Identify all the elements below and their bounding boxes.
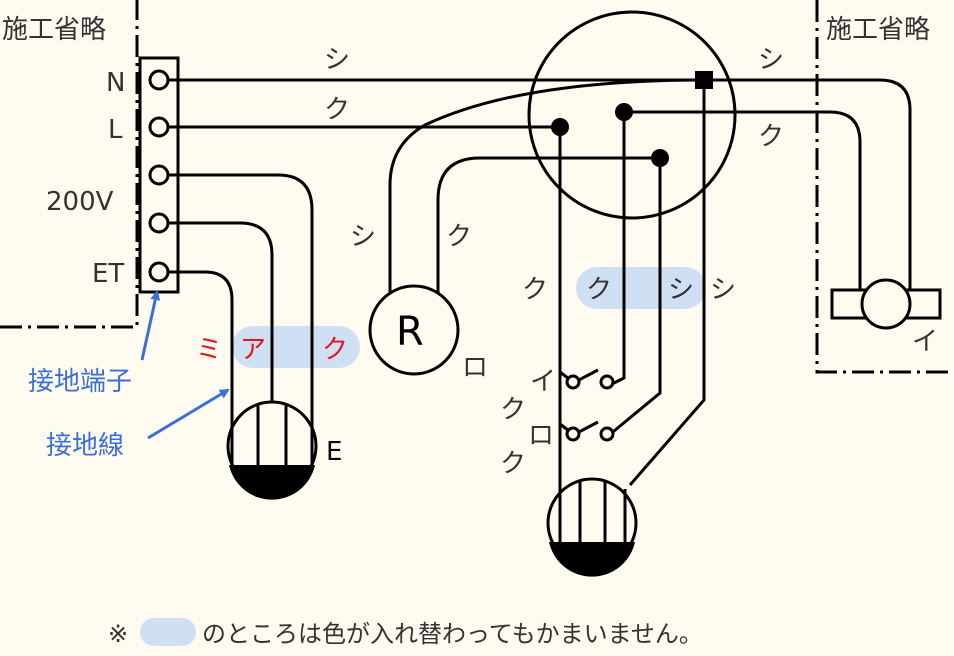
terminal-label-l: L <box>108 115 123 145</box>
terminal-label-200v: 200V <box>46 187 114 217</box>
wire-label-sw-ku1: ク <box>522 275 548 305</box>
wire-label-right-shi: シ <box>758 45 784 75</box>
wire-sw-4 <box>628 80 706 486</box>
wire-r-shi <box>388 78 705 310</box>
footnote-text: のところは色が入れ替わってもかまいません。 <box>202 620 703 648</box>
lamp-r-label: R <box>396 309 424 355</box>
wire-label-sw-shi1: シ <box>668 275 694 305</box>
highlight-left <box>232 326 360 368</box>
terminal-label-n: N <box>106 68 125 98</box>
wire-sw-3 <box>607 158 662 438</box>
red-label-mi: ミ <box>196 335 222 365</box>
switch-i-label: イ <box>530 367 556 397</box>
wire-200v-1 <box>168 173 314 460</box>
junction-dot-right <box>651 149 669 167</box>
wire-light-ku <box>624 110 862 290</box>
switch-ro-right <box>599 426 615 442</box>
footnote-mark: ※ <box>108 620 128 648</box>
highlight-right <box>576 267 706 309</box>
footnote-highlight <box>140 618 196 646</box>
switch-ro-left <box>565 426 581 442</box>
junction-dot-l <box>551 118 569 136</box>
terminal-200v-2 <box>148 212 170 234</box>
omitted-box-left <box>0 0 139 329</box>
outlet-e <box>226 400 318 500</box>
junction-box <box>527 10 737 220</box>
wire-label-sw-ku2: ク <box>586 275 612 305</box>
switch-ku2-label: ク <box>500 449 526 479</box>
outlet-e-label: E <box>326 437 342 467</box>
wire-r-ku <box>436 156 660 300</box>
omitted-label-right: 施工省略 <box>826 15 930 45</box>
arrow-ground-wire <box>147 388 230 440</box>
lamp-r-tag: ロ <box>462 353 488 383</box>
terminal-label-et: ET <box>92 259 124 289</box>
arrow-ground-terminal <box>140 290 161 361</box>
switch-lever-i <box>576 368 599 383</box>
outlet-lower <box>546 477 638 577</box>
terminal-200v-1 <box>148 164 170 186</box>
omitted-box-right <box>815 0 954 374</box>
wire-200v-2 <box>168 221 274 460</box>
annotation-ground-terminal: 接地端子 <box>28 367 132 397</box>
wire-label-right-ku: ク <box>758 122 784 152</box>
switch-lever-ro <box>576 420 599 435</box>
terminal-et <box>148 261 170 283</box>
red-label-ku: ク <box>322 335 348 365</box>
wire-et <box>168 270 234 460</box>
switch-i-right <box>599 374 615 390</box>
wire-label-n-top: シ <box>324 45 350 75</box>
junction-dot-top <box>615 103 633 121</box>
terminal-n <box>148 69 170 91</box>
light-tag: イ <box>912 327 938 357</box>
switch-i-left <box>565 374 581 390</box>
wire-label-sw-shi2: シ <box>710 275 736 305</box>
annotation-ground-wire: 接地線 <box>46 431 124 461</box>
switch-ku1-label: ク <box>500 395 526 425</box>
terminal-l <box>148 116 170 138</box>
junction-square <box>695 71 713 89</box>
switch-ro-label: ロ <box>528 421 554 451</box>
red-label-a: ア <box>240 335 266 365</box>
wire-label-r-ku: ク <box>446 222 472 252</box>
omitted-label-left: 施工省略 <box>2 15 106 45</box>
wire-label-l-top: ク <box>324 95 350 125</box>
lamp-r <box>368 284 460 376</box>
light-fixture-right <box>830 278 942 330</box>
wire-label-r-shi: シ <box>350 222 376 252</box>
wire-n <box>168 78 912 290</box>
wire-sw-2 <box>607 112 626 388</box>
